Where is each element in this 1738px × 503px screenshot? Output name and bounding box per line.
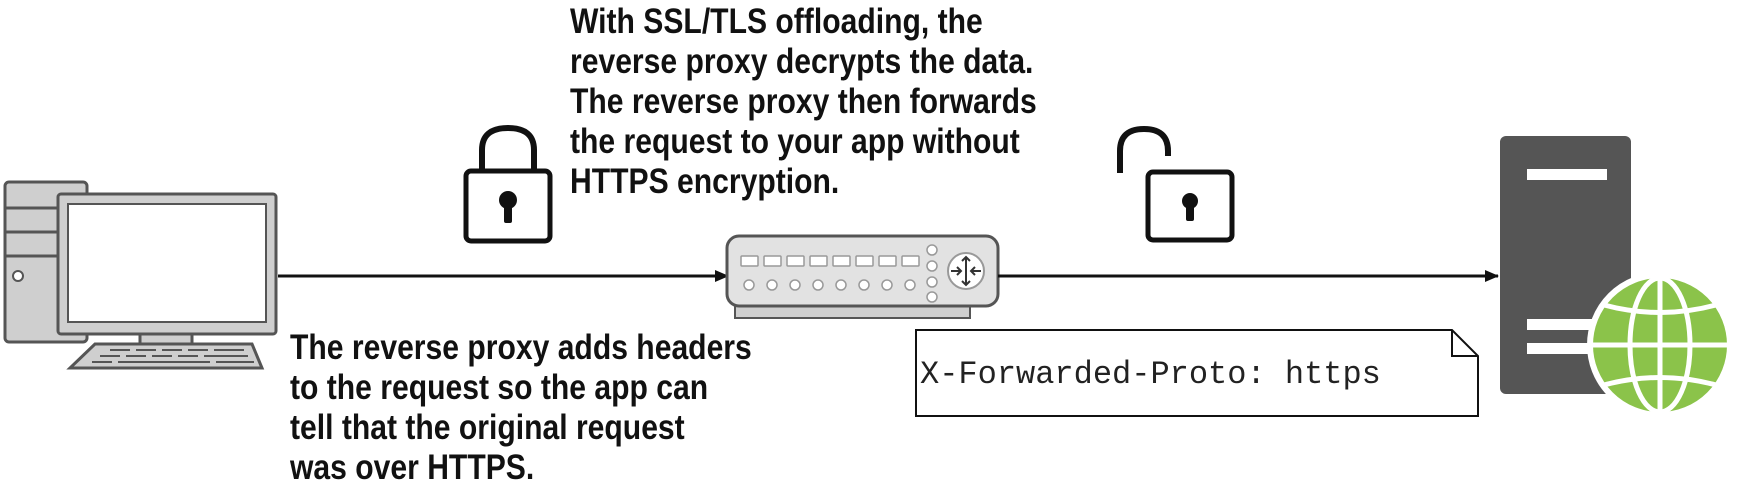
globe-icon (1587, 272, 1733, 418)
callout-line: was over HTTPS. (290, 448, 535, 487)
callout-line: tell that the original request (290, 408, 685, 447)
ssl-offloading-callout: With SSL/TLS offloading, the reverse pro… (570, 2, 1037, 202)
callout-line: The reverse proxy then forwards (570, 82, 1037, 121)
callout-line: reverse proxy decrypts the data. (570, 42, 1034, 81)
callout-line: to the request so the app can (290, 368, 709, 407)
callout-line: The reverse proxy adds headers (290, 328, 752, 367)
locked-padlock-icon (463, 124, 553, 244)
headers-callout: The reverse proxy adds headers to the re… (290, 328, 752, 488)
header-note-box (915, 329, 1479, 417)
computer-icon (3, 180, 278, 370)
reverse-proxy-icon (725, 234, 1000, 319)
callout-line: the request to your app without (570, 122, 1020, 161)
callout-line: HTTPS encryption. (570, 162, 840, 201)
unlocked-padlock-icon (1117, 125, 1235, 243)
header-note-text: X-Forwarded-Proto: https (920, 356, 1381, 393)
callout-line: With SSL/TLS offloading, the (570, 2, 983, 41)
